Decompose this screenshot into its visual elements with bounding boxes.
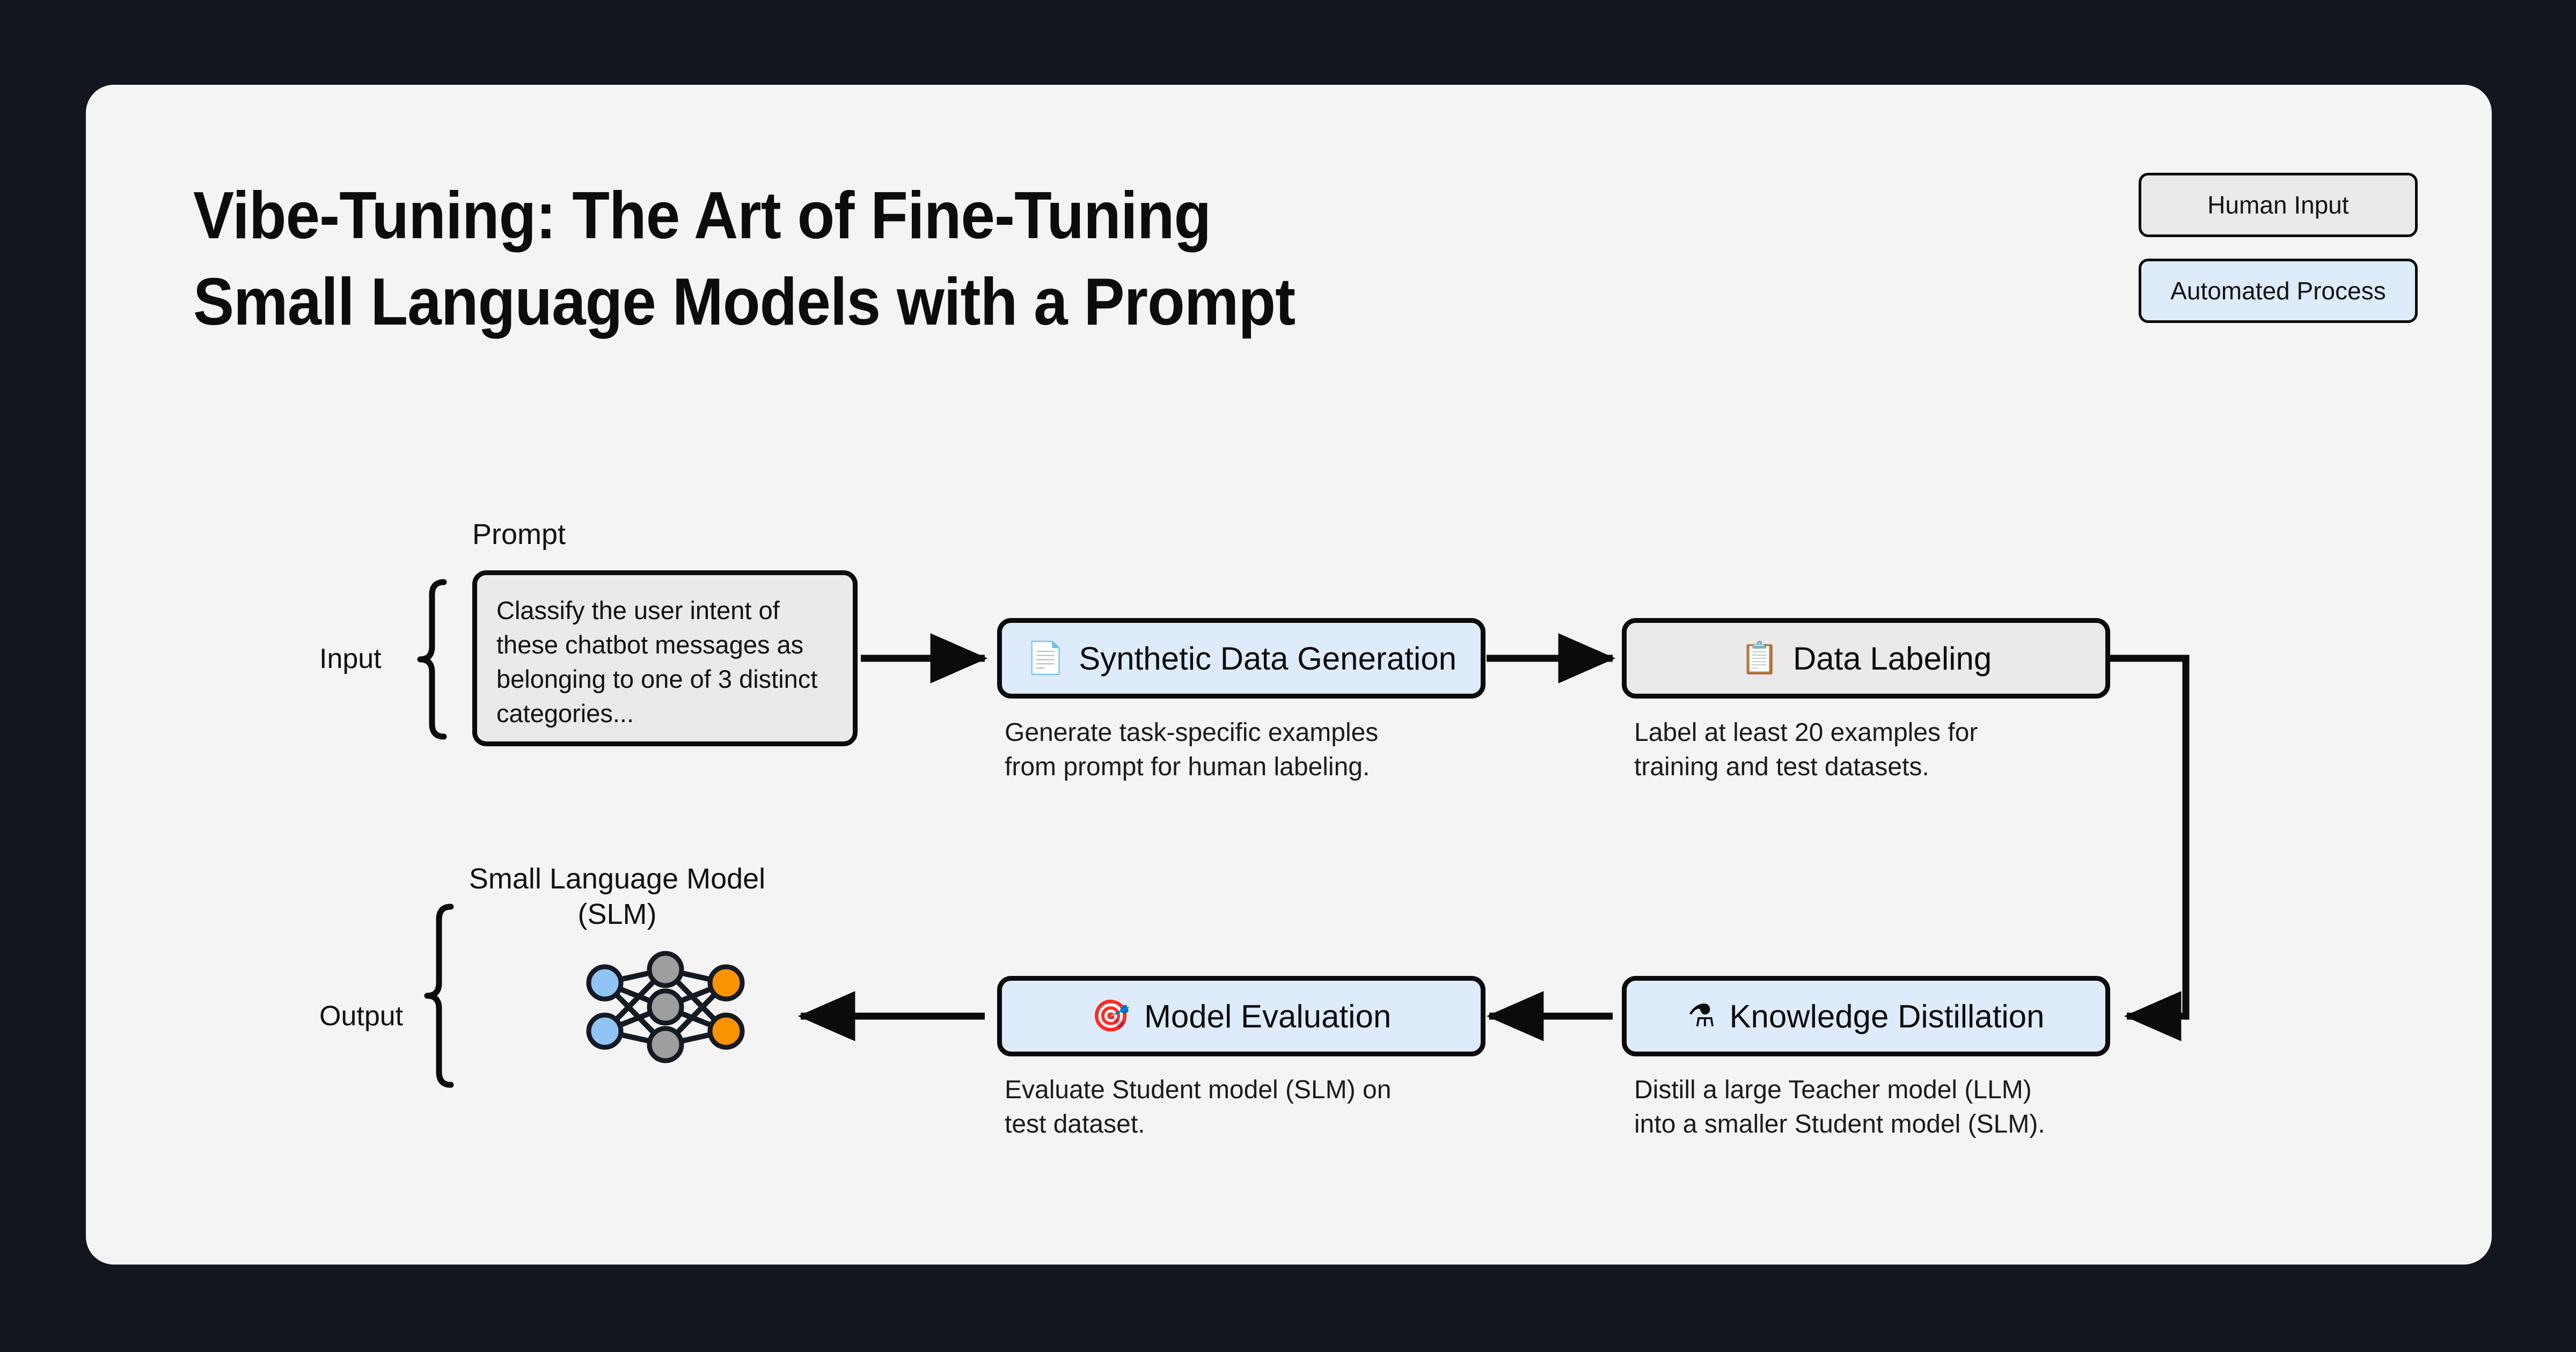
node-label-model-evaluation: Model Evaluation — [1144, 998, 1392, 1034]
prompt-text: Classify the user intent of these chatbo… — [496, 596, 818, 728]
prompt-text-box[interactable]: Classify the user intent of these chatbo… — [472, 570, 858, 746]
legend-label-human-input: Human Input — [2207, 191, 2349, 219]
output-label: Output — [319, 1001, 404, 1032]
page-title-line-2: Small Language Models with a Prompt — [193, 265, 1296, 340]
node-data-labeling[interactable]: 📋 Data Labeling — [1622, 618, 2110, 699]
nn-hidden-node — [647, 1026, 684, 1063]
nn-hidden-node — [647, 988, 684, 1026]
page-title: Vibe-Tuning: The Art of Fine-Tuning Smal… — [193, 173, 1872, 346]
legend-label-automated-process: Automated Process — [2170, 277, 2386, 305]
nn-hidden-node — [647, 951, 684, 988]
small-language-model-diagram — [577, 945, 754, 1069]
node-label-synthetic-data-generation: Synthetic Data Generation — [1079, 640, 1457, 677]
alembic-flask-icon: ⚗ — [1687, 998, 1716, 1033]
desc-line-2: training and test datasets. — [1634, 753, 1929, 782]
node-synthetic-data-generation[interactable]: 📄 Synthetic Data Generation — [997, 618, 1485, 699]
desc-line-2: into a smaller Student model (SLM). — [1634, 1110, 2045, 1139]
legend-item-automated-process: Automated Process — [2139, 259, 2418, 323]
node-description-model-evaluation: Evaluate Student model (SLM) on test dat… — [1005, 1073, 1466, 1142]
nn-output-node — [707, 1012, 745, 1050]
prompt-label: Prompt — [472, 518, 566, 550]
node-description-synthetic-data-generation: Generate task-specific examples from pro… — [1005, 716, 1466, 785]
desc-line-1: Generate task-specific examples — [1005, 718, 1379, 747]
slm-title: Small Language Model (SLM) — [408, 862, 826, 932]
page-title-line-1: Vibe-Tuning: The Art of Fine-Tuning — [193, 179, 1211, 253]
node-label-data-labeling: Data Labeling — [1792, 640, 1992, 677]
legend: Human Input Automated Process — [2139, 173, 2418, 344]
desc-line-1: Label at least 20 examples for — [1634, 718, 1978, 747]
desc-line-2: test dataset. — [1005, 1110, 1145, 1139]
input-label: Input — [319, 643, 382, 674]
desc-line-1: Distill a large Teacher model (LLM) — [1634, 1076, 2032, 1104]
documents-check-icon: 📋 — [1740, 641, 1779, 675]
nn-input-node — [586, 1012, 624, 1050]
slm-title-line-1: Small Language Model — [469, 863, 766, 895]
node-description-knowledge-distillation: Distill a large Teacher model (LLM) into… — [1634, 1073, 2171, 1142]
slm-title-line-2: (SLM) — [577, 898, 657, 930]
legend-item-human-input: Human Input — [2139, 173, 2418, 237]
desc-line-1: Evaluate Student model (SLM) on — [1005, 1076, 1392, 1104]
node-label-knowledge-distillation: Knowledge Distillation — [1729, 998, 2045, 1034]
documents-sparkle-icon: 📄 — [1026, 641, 1065, 675]
dart-target-icon: 🎯 — [1091, 998, 1130, 1033]
desc-line-2: from prompt for human labeling. — [1005, 753, 1370, 782]
node-knowledge-distillation[interactable]: ⚗ Knowledge Distillation — [1622, 976, 2110, 1056]
nn-output-node — [707, 964, 745, 1002]
node-model-evaluation[interactable]: 🎯 Model Evaluation — [997, 976, 1485, 1056]
node-description-data-labeling: Label at least 20 examples for training … — [1634, 716, 2096, 785]
nn-input-node — [586, 964, 624, 1002]
